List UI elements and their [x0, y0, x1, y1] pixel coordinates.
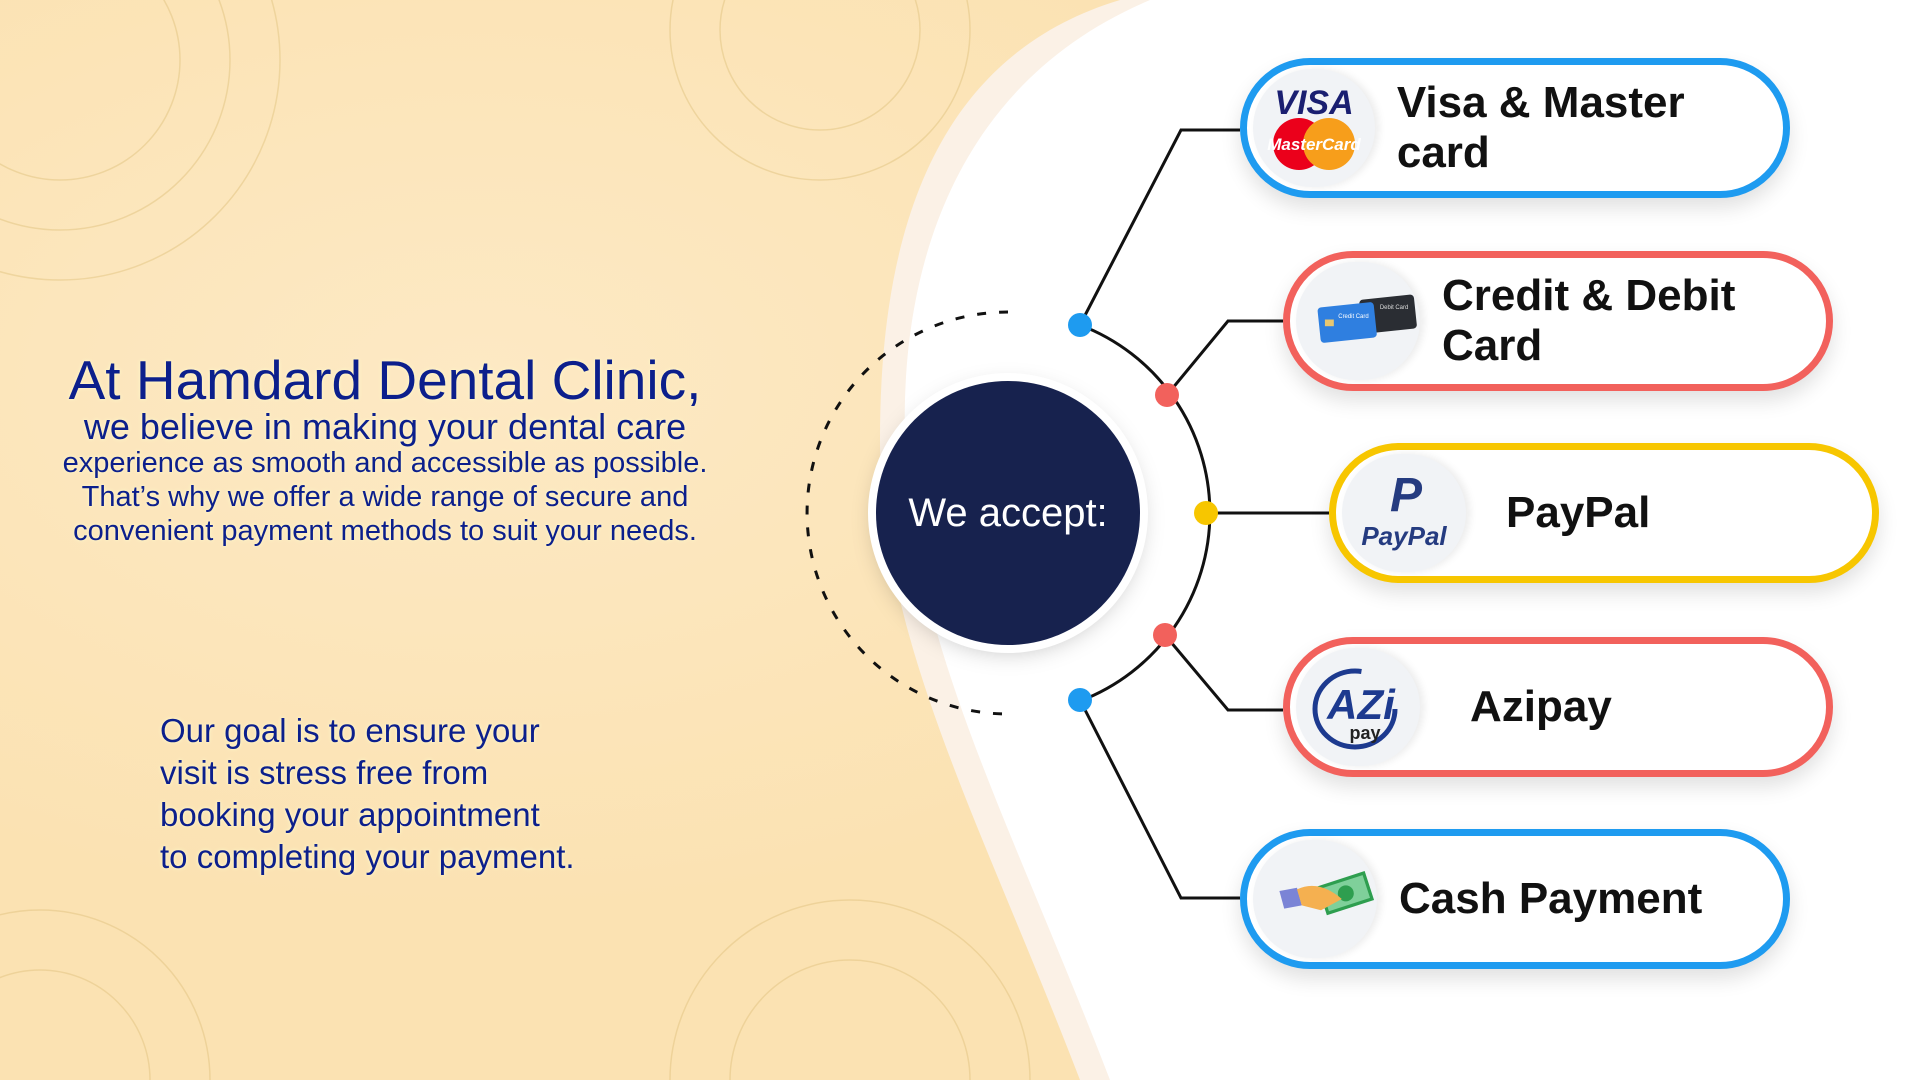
goal-text: Our goal is to ensure your visit is stre…: [160, 710, 600, 878]
paypal-icon: P PayPal: [1342, 454, 1466, 572]
intro-text: At Hamdard Dental Clinic, we believe in …: [20, 352, 750, 548]
goal-line: visit is stress free from: [160, 754, 489, 791]
svg-text:pay: pay: [1349, 723, 1380, 743]
svg-text:AZi: AZi: [1326, 681, 1396, 728]
we-accept-label: We accept:: [908, 490, 1108, 535]
intro-line: experience as smooth and accessible as p…: [62, 447, 708, 479]
payment-method-label: PayPal: [1506, 488, 1651, 537]
payment-method-label: Visa & Master card: [1396, 78, 1685, 177]
azipay-icon: AZi pay: [1296, 648, 1420, 766]
connector-dot-blue: [1068, 688, 1092, 712]
mandala-pattern: [0, 0, 1031, 1080]
svg-text:VISA: VISA: [1274, 84, 1353, 122]
visa-mastercard-icon: VISA MasterCard: [1253, 69, 1375, 187]
svg-text:Debit Card: Debit Card: [1380, 305, 1408, 311]
intro-line: convenient payment methods to suit your …: [73, 515, 697, 547]
connector-dot-red: [1155, 383, 1179, 407]
svg-text:P: P: [1390, 469, 1423, 522]
payment-method-visa-mastercard: VISA MasterCard Visa & Master card: [1240, 58, 1790, 198]
payment-method-label: Credit & Debit Card: [1442, 271, 1736, 370]
payment-method-label: Azipay: [1470, 682, 1612, 731]
connector-dot-yellow: [1194, 501, 1218, 525]
credit-debit-card-icon: Debit Card Credit Card: [1296, 262, 1420, 380]
svg-text:PayPal: PayPal: [1361, 521, 1447, 551]
svg-text:Credit Card: Credit Card: [1338, 314, 1368, 320]
intro-heading: At Hamdard Dental Clinic,: [68, 349, 702, 411]
cash-payment-icon: [1253, 840, 1377, 958]
we-accept-circle: We accept:: [876, 381, 1140, 645]
svg-text:MasterCard: MasterCard: [1267, 135, 1361, 154]
intro-line: That’s why we offer a wide range of secu…: [81, 481, 689, 513]
payment-method-paypal: P PayPal PayPal: [1329, 443, 1879, 583]
goal-line: to completing your payment.: [160, 838, 575, 875]
goal-line: booking your appointment: [160, 796, 540, 833]
payment-method-label: Cash Payment: [1399, 874, 1703, 923]
intro-line: we believe in making your dental care: [83, 406, 687, 447]
payment-method-credit-debit: Debit Card Credit Card Credit & Debit Ca…: [1283, 251, 1833, 391]
connector-dot-red: [1153, 623, 1177, 647]
payment-method-cash: Cash Payment: [1240, 829, 1790, 969]
payment-method-azipay: AZi pay Azipay: [1283, 637, 1833, 777]
goal-line: Our goal is to ensure your: [160, 712, 540, 749]
connector-dot-blue: [1068, 313, 1092, 337]
dashed-arc: [805, 310, 1009, 716]
